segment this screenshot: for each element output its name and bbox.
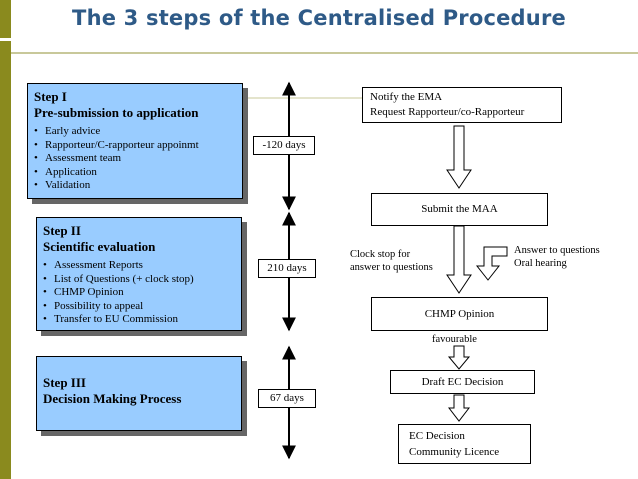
title-rule [11,52,638,54]
page-title: The 3 steps of the Centralised Procedure [72,6,566,30]
duration-step-3: 67 days [258,389,316,408]
step-1-list: Early advice Rapporteur/C-rapporteur app… [34,125,236,193]
list-item: Transfer to EU Commission [43,313,235,327]
request-rapporteur-text: Request Rapporteur/co-Rapporteur [370,106,525,118]
ec-decision-text: EC Decision [409,430,465,442]
list-item: Rapporteur/C-rapporteur appoinmt [34,139,236,153]
step-2-list: Assessment Reports List of Questions (+ … [43,259,235,327]
step-1-number: Step I [34,89,67,104]
clock-stop-line-1: Clock stop for [350,249,411,260]
list-item: Assessment team [34,152,236,166]
answer-questions-line-1: Answer to questions [514,245,600,256]
list-item: Possibility to appeal [43,300,235,314]
step-2-number: Step II [43,223,81,238]
duration-step-1: -120 days [253,136,315,155]
favourable-label: favourable [432,334,477,345]
oral-hearing-line: Oral hearing [514,257,567,269]
draft-ec-decision-box: Draft EC Decision [390,370,535,394]
draft-ec-decision-text: Draft EC Decision [421,376,504,388]
community-licence-text: Community Licence [409,446,500,458]
clock-stop-line-2: answer to questions [350,261,433,273]
flow-arrow-notify-to-submit [446,125,472,189]
step-3-box: Step III Decision Making Process [36,356,242,431]
list-item: List of Questions (+ clock stop) [43,273,235,287]
list-item: CHMP Opinion [43,286,235,300]
answer-questions-label: Answer to questions Oral hearing [514,245,600,270]
sidebar-notch [0,38,11,41]
chmp-opinion-box: CHMP Opinion [371,297,548,331]
step-3-heading: Decision Making Process [43,391,182,406]
list-item: Early advice [34,125,236,139]
list-item: Validation [34,179,236,193]
ec-decision-box: EC Decision Community Licence [398,424,531,464]
submit-maa-box: Submit the MAA [371,193,548,226]
clock-stop-label: Clock stop for answer to questions [350,249,433,274]
chmp-opinion-text: CHMP Opinion [424,308,495,320]
flow-arrow-draft-to-ec [447,394,471,422]
flow-arrow-submit-to-chmp [446,225,472,294]
feedback-arrow-answer-to-questions [475,246,508,281]
step-3-number: Step III [43,375,86,390]
list-item: Application [34,166,236,180]
step-1-heading: Pre-submission to application [34,105,199,120]
step-2-box: Step II Scientific evaluation Assessment… [36,217,242,331]
step-1-box: Step I Pre-submission to application Ear… [27,83,243,199]
flow-arrow-chmp-to-draft [447,345,471,370]
notify-ema-box: Notify the EMA Request Rapporteur/co-Rap… [362,87,562,123]
submit-maa-text: Submit the MAA [421,203,498,215]
duration-step-2: 210 days [258,259,316,278]
notify-ema-text: Notify the EMA [370,91,443,103]
sidebar-accent-bar [0,0,11,479]
list-item: Assessment Reports [43,259,235,273]
step-2-heading: Scientific evaluation [43,239,156,254]
